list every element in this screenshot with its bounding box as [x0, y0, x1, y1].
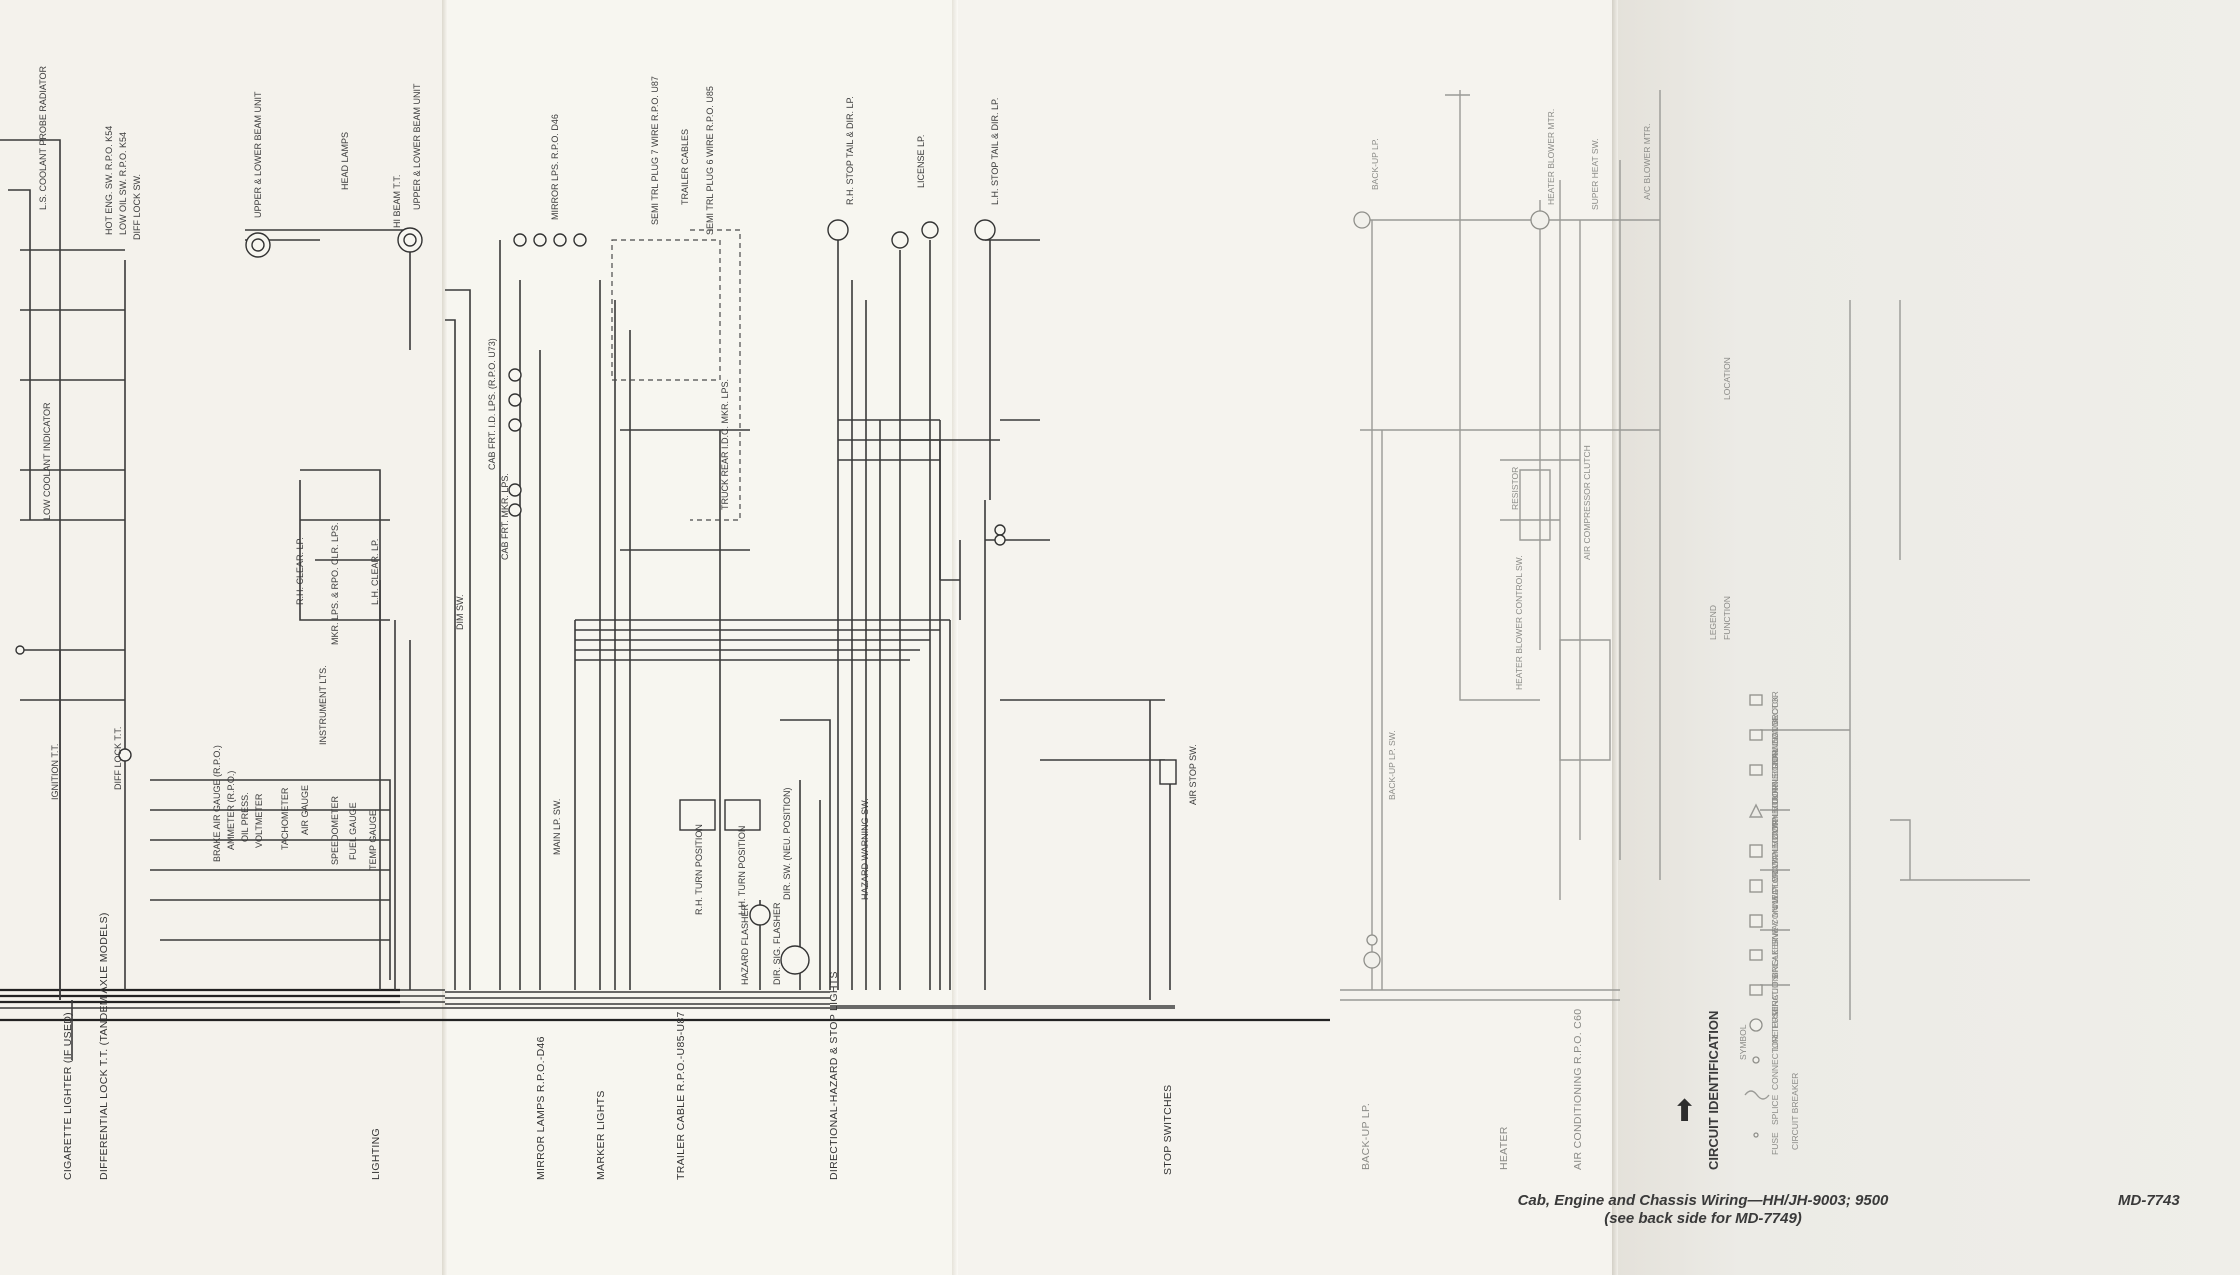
label-heater-blower-mtr: HEATER BLOWER MTR.	[1546, 108, 1556, 205]
label-fuel-gauge: FUEL GAUGE	[348, 802, 358, 860]
legend-entry: CONNECTOR TERMINATION	[1770, 975, 1780, 1090]
label-main-lp-sw: MAIN LP. SW.	[552, 798, 562, 855]
label-marker-lps: MKR. LPS. & RPO. CLR. LPS.	[330, 522, 340, 645]
panel-2-wiring	[445, 229, 950, 990]
label-hazard-warning-sw: HAZARD WARNING SW.	[860, 798, 870, 900]
label-air-gauge: AIR GAUGE	[300, 784, 310, 835]
label-back-up-sw: BACK-UP LP. SW.	[1387, 730, 1397, 800]
label-oil-press: OIL PRESS.	[240, 792, 250, 842]
drawing-subtitle: (see back side for MD-7749)	[1604, 1210, 1802, 1227]
label-diff-lock-sw: DIFF LOCK SW.	[132, 173, 142, 240]
label-brake-air-gauge: BRAKE AIR GAUGE (R.P.O.)	[212, 745, 222, 862]
label-cab-frt-mkr: CAB FRT. MKR. LPS.	[500, 473, 510, 560]
drawing-title-block: Cab, Engine and Chassis Wiring—HH/JH-900…	[1468, 1192, 1938, 1228]
label-diff-lock-tt: DIFF LOCK T.T.	[113, 726, 123, 790]
label-low-oil-sw: LOW OIL SW. R.P.O. K54	[118, 131, 128, 235]
legend-symbols	[1744, 694, 1770, 1138]
main-harness-bus	[0, 988, 1330, 1022]
section-heater: HEATER	[1498, 1126, 1510, 1170]
label-lh-stop-tail: L.H. STOP TAIL & DIR. LP.	[990, 97, 1000, 205]
legend-entry: CIRCUIT BREAKER	[1790, 1072, 1800, 1150]
label-head-lamps: HEAD LAMPS	[340, 131, 350, 190]
section-back-up-lp: BACK-UP LP.	[1360, 1102, 1372, 1170]
drawing-number: MD-7743	[2118, 1192, 2180, 1209]
legend-entry: SPLICE	[1770, 1094, 1780, 1125]
fold-crease	[952, 0, 958, 1275]
label-low-coolant: LOW COOLANT INDICATOR	[42, 402, 52, 520]
label-instrument-lts: INSTRUMENT LTS.	[318, 665, 328, 745]
label-rh-stop-tail: R.H. STOP TAIL & DIR. LP.	[845, 96, 855, 205]
label-semi-trl-plug-2: SEMI TRL PLUG 6 WIRE R.P.O. U85	[705, 86, 715, 235]
panel-3-wiring	[827, 219, 1177, 1000]
label-heater-blower-sw: HEATER BLOWER CONTROL SW.	[1514, 555, 1524, 690]
label-dir-sw: DIR. SW. (NEU. POSITION)	[782, 787, 792, 900]
label-upper-lower-beam-1: UPPER & LOWER BEAM UNIT	[253, 91, 263, 218]
sheet-panel-1	[0, 0, 445, 1275]
label-ac-compressor: AIR COMPRESSOR CLUTCH	[1582, 445, 1592, 560]
label-temp-gauge: TEMP GAUGE	[368, 810, 378, 870]
label-ign-tt: IGNITION T.T.	[50, 743, 60, 800]
legend-entry: FUSE	[1770, 1132, 1780, 1155]
label-dir-flasher: DIR. SIG. FLASHER	[772, 902, 782, 985]
label-tachometer: TACHOMETER	[280, 787, 290, 850]
label-trailer-cables: TRAILER CABLES	[680, 128, 690, 205]
section-mirror-lamps: MIRROR LAMPS R.P.O.-D46	[535, 1036, 547, 1180]
label-mirror-lps: MIRROR LPS. R.P.O. D46	[550, 114, 560, 220]
drawing-title: Cab, Engine and Chassis Wiring—HH/JH-900…	[1517, 1192, 1889, 1209]
legend-entry: SYMBOL	[1738, 1024, 1748, 1060]
section-stop-switches: STOP SWITCHES	[1162, 1084, 1174, 1175]
section-diff-lock-tt: DIFFERENTIAL LOCK T.T. (TANDEM AXLE MODE…	[98, 912, 110, 1180]
label-speedometer: SPEEDOMETER	[330, 795, 340, 865]
label-upper-lower-beam-2: UPPER & LOWER BEAM UNIT	[412, 83, 422, 210]
section-marker-lights: MARKER LIGHTS	[595, 1090, 607, 1180]
label-voltmeter: VOLTMETER	[254, 793, 264, 848]
label-hazard-flasher: HAZARD FLASHER	[740, 903, 750, 985]
section-air-conditioning: AIR CONDITIONING R.P.O. C60	[1572, 1008, 1584, 1170]
label-coolant-probe: L.S. COOLANT PROBE RADIATOR	[38, 65, 48, 210]
sheet-panel-2	[445, 0, 955, 1275]
label-hi-beam-tt: HI BEAM T.T.	[392, 174, 402, 228]
panel-1-wiring	[0, 139, 423, 1060]
section-lighting: LIGHTING	[370, 1128, 382, 1180]
label-hot-eng-sw: HOT ENG. SW. R.P.O. K54	[104, 125, 114, 235]
fold-crease	[442, 0, 448, 1275]
label-ac-blower: A/C BLOWER MTR.	[1642, 123, 1652, 200]
sheet-panel-3	[955, 0, 1615, 1275]
label-super-heat-sw: SUPER HEAT SW.	[1590, 138, 1600, 210]
label-back-up-lp: BACK-UP LP.	[1370, 138, 1380, 190]
label-location: LOCATION	[1722, 357, 1732, 400]
label-cab-frt-id: CAB FRT. I.D. LPS. (R.P.O. U73)	[487, 338, 497, 470]
section-cigarette-lighter: CIGARETTE LIGHTER (IF USED)	[62, 1012, 74, 1180]
section-trailer-cable: TRAILER CABLE R.P.O.-U85-U87	[675, 1011, 687, 1180]
label-air-stop-sw: AIR STOP SW.	[1188, 744, 1198, 805]
fold-crease	[1612, 0, 1618, 1275]
label-ammeter: AMMETER (R.P.O.)	[226, 770, 236, 850]
label-dimmer-sw: DIM SW.	[455, 594, 465, 631]
arrow-up-icon: ⬆	[1672, 1095, 1698, 1128]
label-truck-rear: TRUCK REAR I.D.C. MKR. LPS.	[720, 378, 730, 510]
label-function: FUNCTION	[1722, 596, 1732, 640]
label-rh-clearance: R.H. CLEAR. LP.	[295, 537, 305, 605]
label-license-lp: LICENSE LP.	[916, 134, 926, 188]
label-lh-turn: L.H. TURN POSITION	[737, 825, 747, 915]
panel-3-4-faint-wiring	[1340, 90, 2030, 1020]
sheet-panel-4	[1615, 0, 2240, 1275]
label-semi-trl-plug: SEMI TRL PLUG 7 WIRE R.P.O. U87	[650, 76, 660, 225]
section-directional-hazard: DIRECTIONAL-HAZARD & STOP LIGHTS	[828, 971, 840, 1180]
section-circuit-identification: CIRCUIT IDENTIFICATION	[1706, 1010, 1721, 1170]
label-rh-turn: R.H. TURN POSITION	[694, 824, 704, 915]
label-resistor: RESISTOR	[1510, 466, 1520, 510]
label-lh-clearance: L.H. CLEAR. LP.	[370, 538, 380, 605]
label-legend: LEGEND	[1708, 605, 1718, 640]
